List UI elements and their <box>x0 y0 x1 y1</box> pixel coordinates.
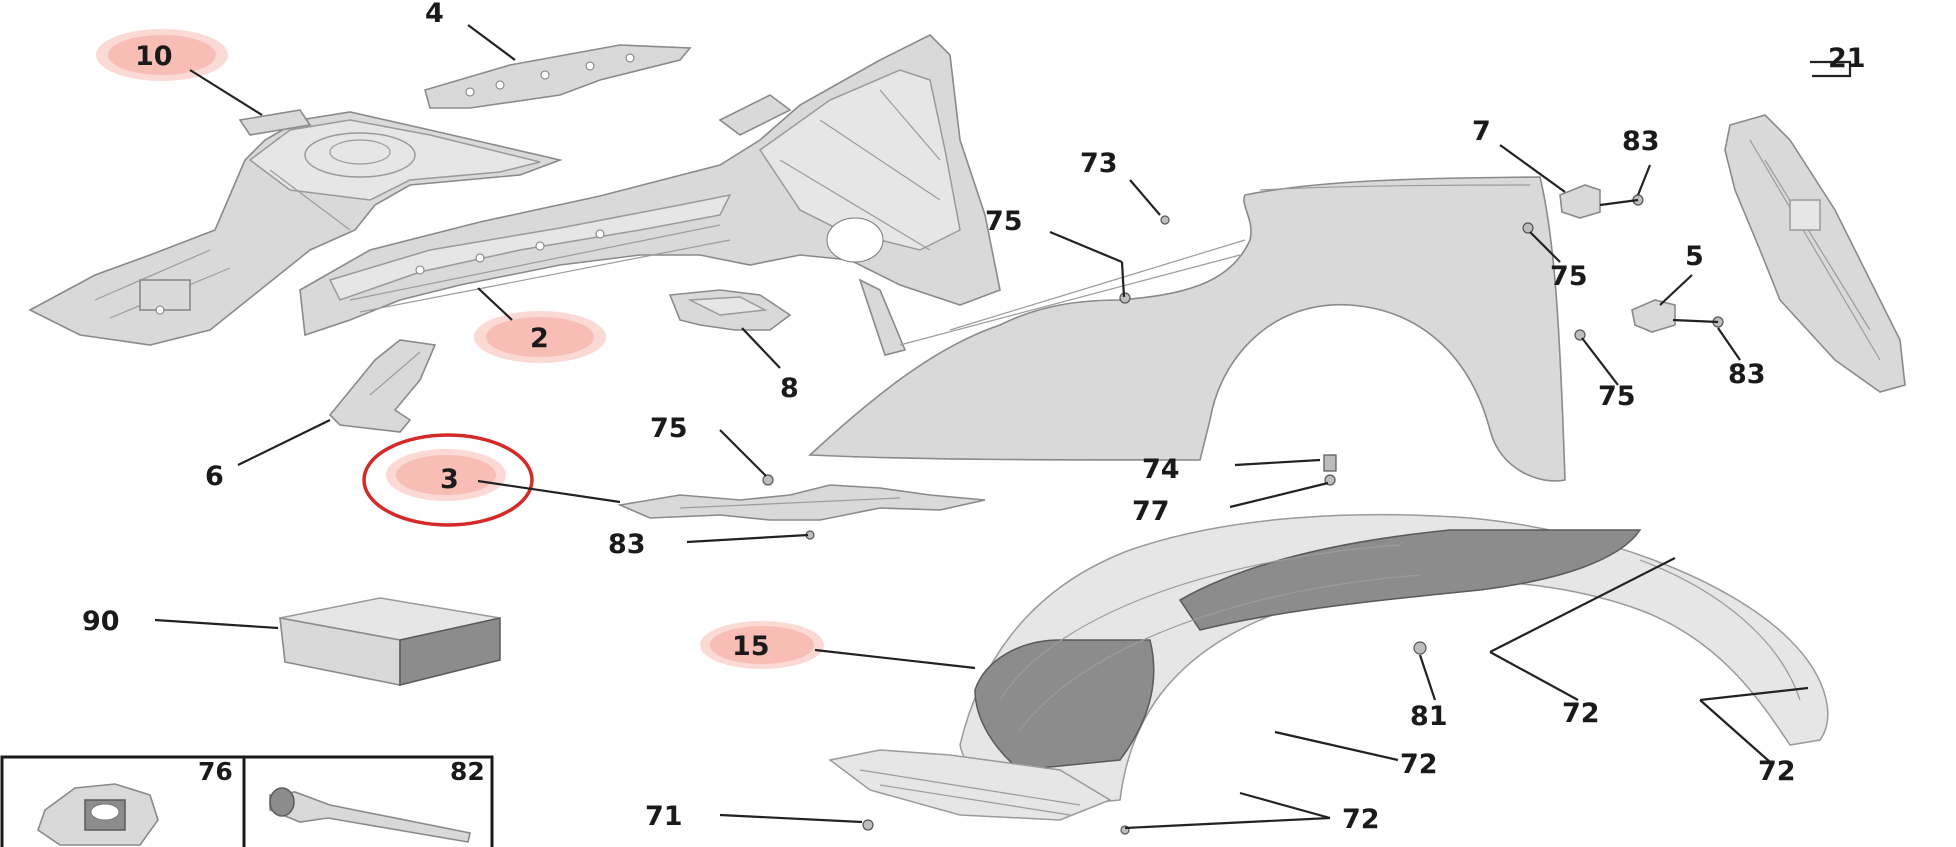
fasteners-74-77 <box>1323 454 1337 486</box>
callout-5: 5 <box>1685 241 1704 272</box>
callout-77: 77 <box>1132 496 1170 527</box>
part-7-clip <box>1522 184 1644 234</box>
part-5-clip <box>1574 299 1724 341</box>
part-8-bracket <box>668 289 792 331</box>
callout-71: 71 <box>645 801 683 832</box>
part-10-strut-tower <box>28 109 563 346</box>
callout-83-a: 83 <box>608 529 646 560</box>
callout-75-d: 75 <box>1598 381 1636 412</box>
callout-6: 6 <box>205 461 224 492</box>
callout-81: 81 <box>1410 701 1448 732</box>
callout-82: 82 <box>450 757 485 786</box>
callout-labels: 10 4 2 6 8 3 75 83 90 73 75 7 83 75 5 75… <box>82 0 1866 835</box>
inset-box-82 <box>242 755 494 847</box>
callout-72-a: 72 <box>1562 698 1600 729</box>
inset-box-76 <box>0 755 246 847</box>
front-wing-panel <box>808 176 1566 482</box>
callout-75-c: 75 <box>1550 261 1588 292</box>
highlight-bubbles <box>96 29 824 669</box>
part-15-wheel-arch-liner <box>828 513 1829 835</box>
part-90-pad <box>279 597 501 686</box>
callout-90: 90 <box>82 606 120 637</box>
callout-75-b: 75 <box>985 206 1023 237</box>
part-6-bracket <box>328 339 437 433</box>
callout-3: 3 <box>440 464 459 495</box>
part-3-bracket <box>617 474 986 540</box>
callout-8: 8 <box>780 373 799 404</box>
callout-74: 74 <box>1142 454 1180 485</box>
part-2-front-rail <box>299 34 1001 356</box>
marker-circle-part-3 <box>362 433 534 527</box>
callout-72-d: 72 <box>1342 804 1380 835</box>
part-21-seal <box>1724 114 1906 393</box>
callout-72-b: 72 <box>1400 749 1438 780</box>
callout-10: 10 <box>135 41 173 72</box>
part-4-bracket <box>424 44 692 109</box>
callout-15: 15 <box>732 631 770 662</box>
callout-83-b: 83 <box>1622 126 1660 157</box>
callout-83-c: 83 <box>1728 359 1766 390</box>
callout-2: 2 <box>530 323 549 354</box>
callout-21: 21 <box>1828 43 1866 74</box>
callout-4: 4 <box>425 0 444 29</box>
callout-7: 7 <box>1472 116 1491 147</box>
callout-76: 76 <box>198 757 233 786</box>
callout-72-c: 72 <box>1758 756 1796 787</box>
callout-75-a: 75 <box>650 413 688 444</box>
callout-73: 73 <box>1080 148 1118 179</box>
leader-lines <box>154 24 1852 830</box>
